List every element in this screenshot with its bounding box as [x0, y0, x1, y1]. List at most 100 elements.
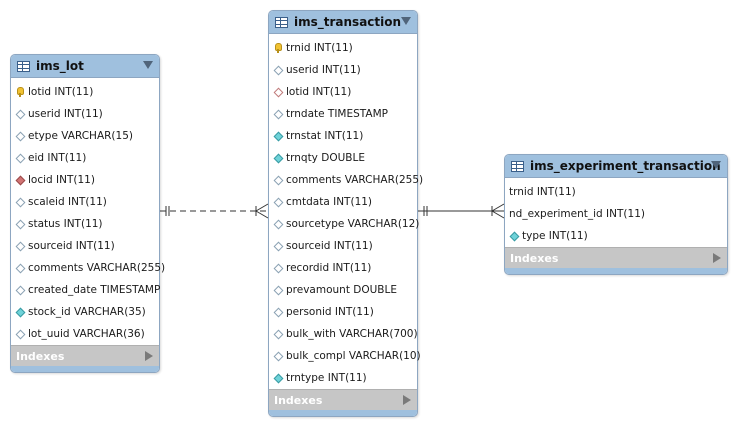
column-row[interactable]: trnid INT(11) [505, 181, 727, 203]
column-row[interactable]: comments VARCHAR(255) [269, 169, 423, 191]
column-icon [273, 329, 283, 339]
collapse-arrow-icon[interactable] [401, 17, 411, 25]
column-row[interactable]: etype VARCHAR(15) [11, 125, 159, 147]
column-icon [273, 351, 283, 361]
column-row[interactable]: cmtdata INT(11) [269, 191, 417, 213]
relationship-lot-transaction[interactable] [160, 203, 269, 219]
column-row[interactable]: eid INT(11) [11, 147, 159, 169]
column-label: userid INT(11) [28, 108, 103, 120]
column-row[interactable]: lot_uuid VARCHAR(36) [11, 323, 159, 345]
column-label: comments VARCHAR(255) [28, 262, 166, 274]
table-ims-experiment-transaction[interactable]: ims_experiment_transaction trnid INT(11)… [504, 154, 728, 275]
column-icon [15, 329, 25, 339]
column-row[interactable]: userid INT(11) [269, 59, 417, 81]
column-label: cmtdata INT(11) [286, 196, 373, 208]
column-label: sourceid INT(11) [286, 240, 373, 252]
table-header[interactable]: ims_lot [11, 55, 159, 78]
column-row[interactable]: lotid INT(11) [11, 81, 159, 103]
column-row[interactable]: trnstat INT(11) [269, 125, 417, 147]
column-label: locid INT(11) [28, 174, 95, 186]
collapse-arrow-icon[interactable] [143, 61, 153, 69]
column-row[interactable]: comments VARCHAR(255) [11, 257, 165, 279]
column-row[interactable]: stock_id VARCHAR(35) [11, 301, 159, 323]
column-list: trnid INT(11) nd_experiment_id INT(11) t… [505, 178, 727, 247]
column-label: personid INT(11) [286, 306, 374, 318]
table-ims-lot[interactable]: ims_lot lotid INT(11) userid INT(11) ety… [10, 54, 165, 373]
column-row[interactable]: bulk_with VARCHAR(700) [269, 323, 418, 345]
indexes-section[interactable]: Indexes [269, 389, 417, 410]
indexes-section[interactable]: Indexes [505, 247, 727, 268]
table-name: ims_lot [36, 59, 84, 73]
column-icon [273, 263, 283, 273]
column-row[interactable]: trndate TIMESTAMP [269, 103, 417, 125]
column-row[interactable]: sourcetype VARCHAR(12) [269, 213, 420, 235]
column-label: sourceid INT(11) [28, 240, 115, 252]
indexes-label: Indexes [16, 349, 65, 363]
indexes-section[interactable]: Indexes [11, 345, 159, 366]
column-icon [273, 175, 283, 185]
column-row[interactable]: recordid INT(11) [269, 257, 417, 279]
column-icon [15, 131, 25, 141]
column-label: prevamount DOUBLE [286, 284, 397, 296]
relationship-transaction-experiment[interactable] [418, 203, 505, 219]
column-label: trnid INT(11) [509, 186, 576, 198]
column-label: trnid INT(11) [286, 42, 353, 54]
expand-arrow-icon[interactable] [145, 351, 153, 361]
column-list: trnid INT(11) userid INT(11) lotid INT(1… [269, 34, 423, 389]
column-row[interactable]: trnid INT(11) [269, 37, 417, 59]
column-label: stock_id VARCHAR(35) [28, 306, 146, 318]
not-null-column-icon [273, 373, 283, 383]
column-row[interactable]: prevamount DOUBLE [269, 279, 417, 301]
primary-key-icon [15, 87, 25, 97]
column-label: trndate TIMESTAMP [286, 108, 388, 120]
column-label: lotid INT(11) [286, 86, 352, 98]
table-header[interactable]: ims_experiment_transaction [505, 155, 727, 178]
column-row[interactable]: bulk_compl VARCHAR(10) [269, 345, 421, 367]
column-icon [273, 307, 283, 317]
column-label: comments VARCHAR(255) [286, 174, 424, 186]
expand-arrow-icon[interactable] [713, 253, 721, 263]
table-icon [275, 16, 288, 28]
not-null-column-icon [273, 131, 283, 141]
column-row[interactable]: nd_experiment_id INT(11) [505, 203, 727, 225]
column-row[interactable]: created_date TIMESTAMP [11, 279, 161, 301]
column-row[interactable]: status INT(11) [11, 213, 159, 235]
column-row[interactable]: trnqty DOUBLE [269, 147, 417, 169]
table-icon [511, 160, 524, 172]
column-label: recordid INT(11) [286, 262, 372, 274]
column-row[interactable]: lotid INT(11) [269, 81, 417, 103]
table-footer [11, 366, 159, 372]
column-list: lotid INT(11) userid INT(11) etype VARCH… [11, 78, 165, 345]
not-null-column-icon [509, 231, 519, 241]
column-row[interactable]: personid INT(11) [269, 301, 417, 323]
table-ims-transaction[interactable]: ims_transaction trnid INT(11) userid INT… [268, 10, 423, 417]
column-icon [273, 285, 283, 295]
column-label: nd_experiment_id INT(11) [509, 208, 645, 220]
column-row[interactable]: sourceid INT(11) [11, 235, 159, 257]
indexes-label: Indexes [274, 393, 323, 407]
column-row[interactable]: trntype INT(11) [269, 367, 417, 389]
column-label: scaleid INT(11) [28, 196, 107, 208]
table-icon [17, 60, 30, 72]
column-label: type INT(11) [522, 230, 588, 242]
not-null-column-icon [15, 307, 25, 317]
column-row[interactable]: userid INT(11) [11, 103, 159, 125]
column-row[interactable]: locid INT(11) [11, 169, 159, 191]
column-row[interactable]: sourceid INT(11) [269, 235, 417, 257]
column-label: eid INT(11) [28, 152, 87, 164]
column-icon [15, 109, 25, 119]
not-null-column-icon [273, 153, 283, 163]
foreign-key-column-icon [273, 87, 283, 97]
expand-arrow-icon[interactable] [403, 395, 411, 405]
table-footer [505, 268, 727, 274]
column-row[interactable]: type INT(11) [505, 225, 727, 247]
column-label: sourcetype VARCHAR(12) [286, 218, 420, 230]
column-row[interactable]: scaleid INT(11) [11, 191, 159, 213]
collapse-arrow-icon[interactable] [711, 161, 721, 169]
column-icon [15, 153, 25, 163]
column-label: userid INT(11) [286, 64, 361, 76]
column-icon [273, 109, 283, 119]
table-header[interactable]: ims_transaction [269, 11, 417, 34]
column-label: created_date TIMESTAMP [28, 284, 161, 296]
